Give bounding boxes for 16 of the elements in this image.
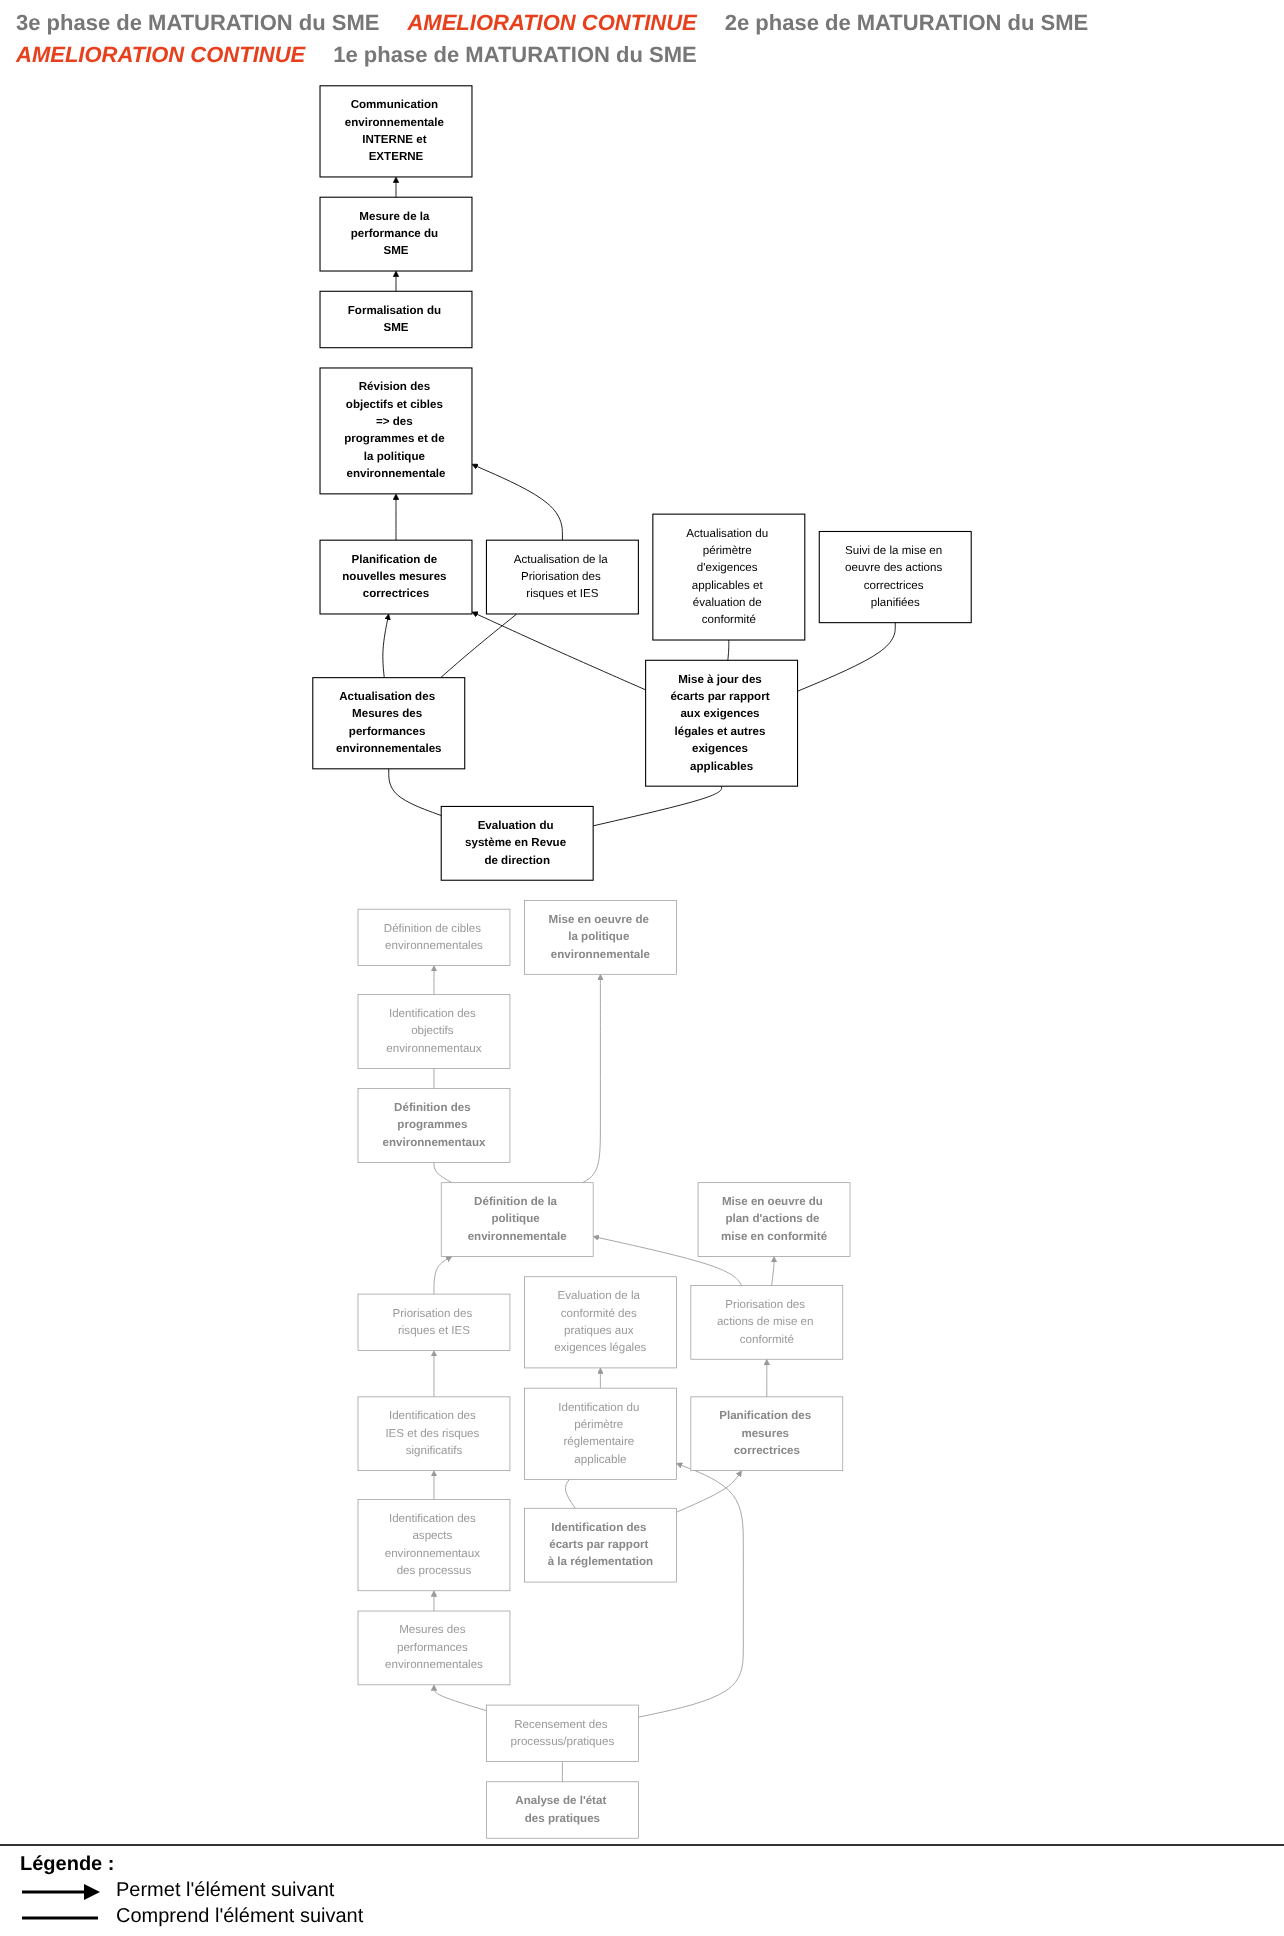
cycle-label: AMELIORATION CONTINUE (407, 12, 697, 36)
connector-line (592, 785, 723, 827)
connector-line (561, 1761, 563, 1783)
phase-label: 3e phase de MATURATION du SME (16, 12, 380, 36)
connector-line (727, 639, 730, 661)
legend-text: Permet l'élément suivant (116, 1880, 335, 1902)
phase-label: 2e phase de MATURATION du SME (724, 12, 1089, 36)
cycle-label: AMELIORATION CONTINUE (16, 44, 306, 68)
connector-line (440, 613, 518, 679)
connector-line (433, 1067, 435, 1090)
legend-heading: Légende : (20, 1854, 117, 1876)
connector-line (565, 1478, 576, 1509)
legend-text: Comprend l'élément suivant (116, 1906, 364, 1928)
connector-line (388, 768, 442, 816)
connector-line (797, 622, 896, 692)
connector-line (433, 1162, 453, 1184)
